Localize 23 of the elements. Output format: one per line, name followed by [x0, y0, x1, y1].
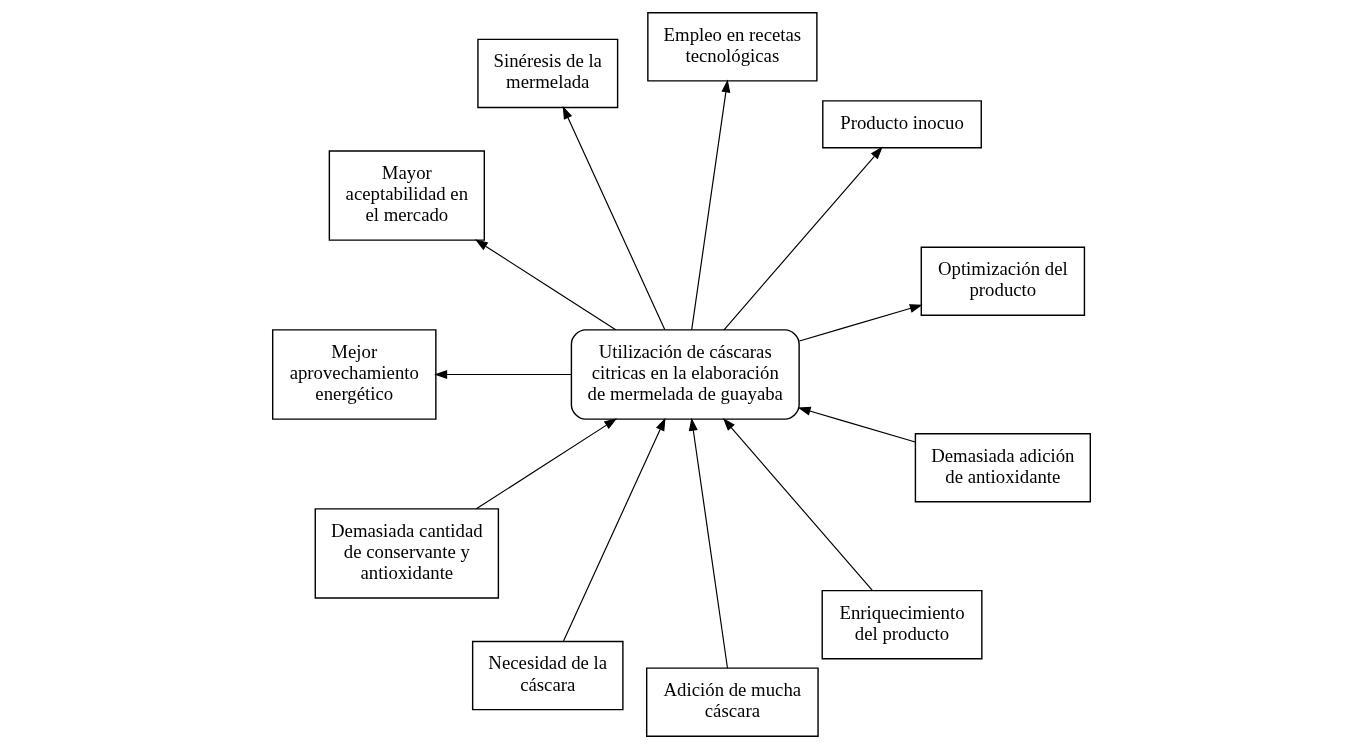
arrow — [688, 417, 728, 669]
node-box: Sinéresis de la mermelada — [476, 38, 618, 109]
node-box: Optimización del producto — [920, 246, 1085, 316]
node-box: Producto inocuo — [821, 100, 982, 149]
arrow — [797, 406, 916, 443]
node-box: Empleo en recetas tecnológicas — [646, 12, 818, 82]
arrow — [562, 417, 666, 642]
arrow — [690, 79, 730, 331]
arrow — [722, 146, 883, 331]
arrow — [562, 106, 665, 331]
node-box: Demasiada cantidad de conservante y antioxidante — [314, 508, 499, 599]
arrow — [722, 418, 873, 591]
node-box: Adición de mucha cáscara — [645, 667, 819, 737]
node-box: Demasiada adición de antioxidante — [914, 433, 1091, 503]
arrow — [475, 418, 617, 510]
arrow — [433, 370, 572, 380]
node-box: Necesidad de la cáscara — [471, 640, 624, 711]
arrow — [474, 239, 616, 331]
node-box: Enriquecimiento del producto — [821, 589, 983, 660]
node-box: Utilización de cáscaras citricas en la elaboración de mermelada de guayaba — [570, 329, 800, 420]
arrow — [798, 304, 923, 342]
node-box: Mayor aceptabilidad en el mercado — [328, 150, 485, 241]
node-box: Mejor aprovechamiento energético — [271, 329, 437, 420]
